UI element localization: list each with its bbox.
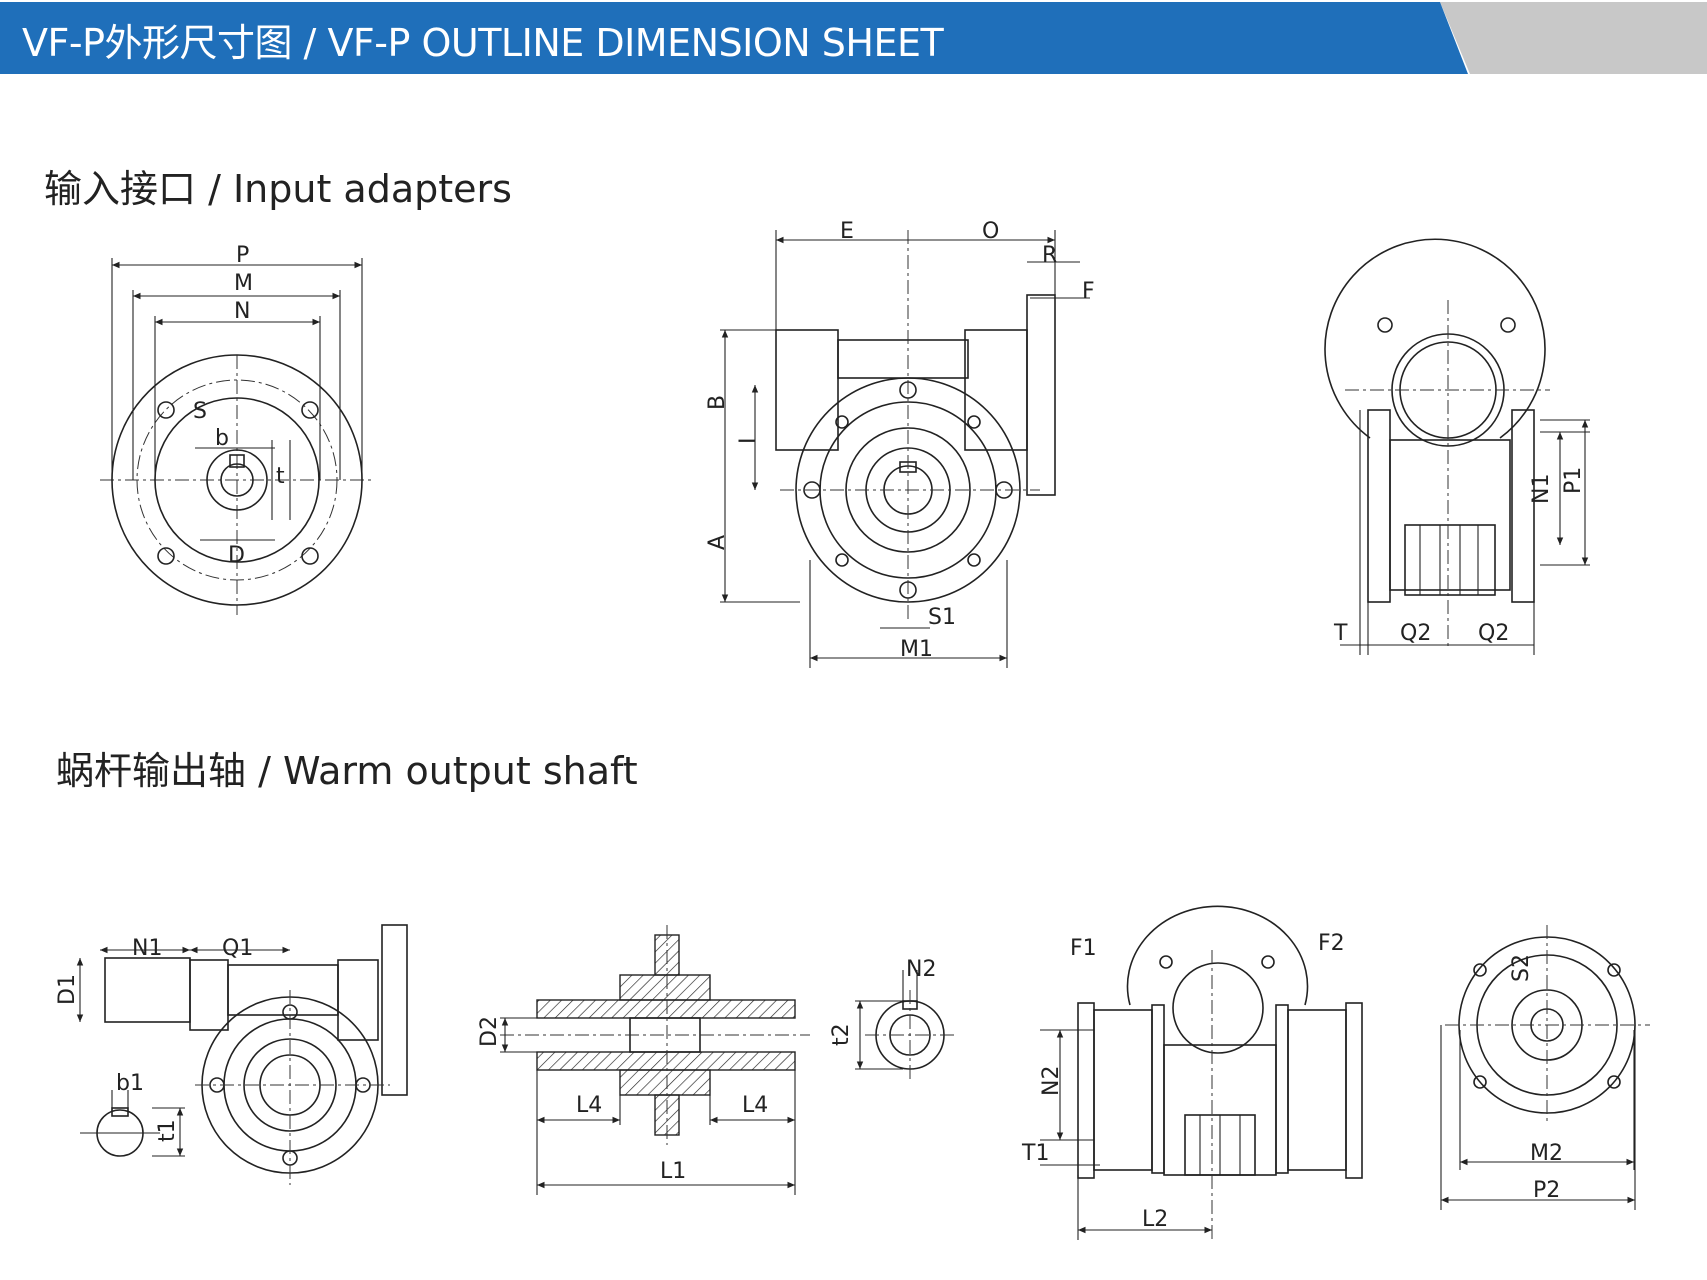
dim-label-D1: D1: [55, 974, 80, 1005]
dim-label-L2: L2: [1142, 1207, 1168, 1232]
keyway-view: [855, 970, 955, 1080]
header-band: VF-P外形尺寸图 / VF-P OUTLINE DIMENSION SHEET: [0, 0, 1707, 76]
dim-label-L4-right: L4: [742, 1093, 768, 1118]
dim-label-E: E: [840, 219, 854, 244]
dim-label-M1: M1: [900, 637, 933, 662]
dim-label-F2: F2: [1318, 931, 1345, 956]
gearbox-front-view: [720, 230, 1090, 668]
dim-label-M2: M2: [1530, 1141, 1563, 1166]
gearbox-top-view: [1040, 905, 1363, 1240]
dim-label-T1: T1: [1021, 1141, 1049, 1166]
dim-label-R: R: [1042, 243, 1057, 268]
section-title-input-adapters: 输入接口 / Input adapters: [44, 167, 512, 211]
dim-label-F: F: [1082, 279, 1095, 304]
dim-label-N1-side: N1: [1529, 474, 1554, 504]
dim-label-D2: D2: [477, 1016, 502, 1047]
dim-label-D: D: [228, 543, 245, 568]
dim-label-F1: F1: [1070, 936, 1097, 961]
dim-label-Q2-left: Q2: [1400, 621, 1431, 646]
worm-shaft-section-view: [500, 925, 810, 1195]
dim-label-t: t: [276, 464, 285, 489]
dim-label-Q2-right: Q2: [1478, 621, 1509, 646]
dim-label-A: A: [705, 535, 730, 550]
dim-label-L1: L1: [660, 1159, 686, 1184]
dim-label-T: T: [1333, 621, 1348, 646]
dim-label-S2: S2: [1509, 954, 1534, 982]
header-shape: [0, 2, 1707, 74]
dim-label-L4-left: L4: [576, 1093, 602, 1118]
dim-label-N1: N1: [132, 936, 162, 961]
dim-label-N: N: [234, 299, 250, 324]
dim-label-b1: b1: [116, 1071, 144, 1096]
input-adapter-front-view: [100, 258, 375, 615]
dim-label-M: M: [234, 271, 253, 296]
dim-label-S1: S1: [928, 605, 956, 630]
dim-label-b: b: [215, 426, 229, 451]
dim-label-I: I: [736, 438, 761, 445]
dim-label-P: P: [236, 243, 249, 268]
dim-label-N2: N2: [1039, 1066, 1064, 1096]
gearbox-side-view: [1324, 238, 1590, 655]
dim-label-P2: P2: [1533, 1178, 1560, 1203]
dim-label-B: B: [705, 395, 730, 410]
dim-label-t1: t1: [155, 1119, 180, 1142]
section-title-worm-output-shaft: 蜗杆输出轴 / Warm output shaft: [56, 749, 638, 793]
dim-label-O: O: [982, 219, 999, 244]
worm-shaft-side-view: [76, 924, 408, 1185]
dim-label-t2: t2: [829, 1023, 854, 1046]
dim-label-S: S: [193, 399, 207, 424]
page-title: VF-P外形尺寸图 / VF-P OUTLINE DIMENSION SHEET: [22, 21, 944, 65]
dim-label-Q1: Q1: [222, 936, 253, 961]
dim-label-N2-key: N2: [906, 957, 936, 982]
output-flange-view: [1440, 925, 1650, 1210]
dim-label-P1: P1: [1561, 467, 1586, 494]
